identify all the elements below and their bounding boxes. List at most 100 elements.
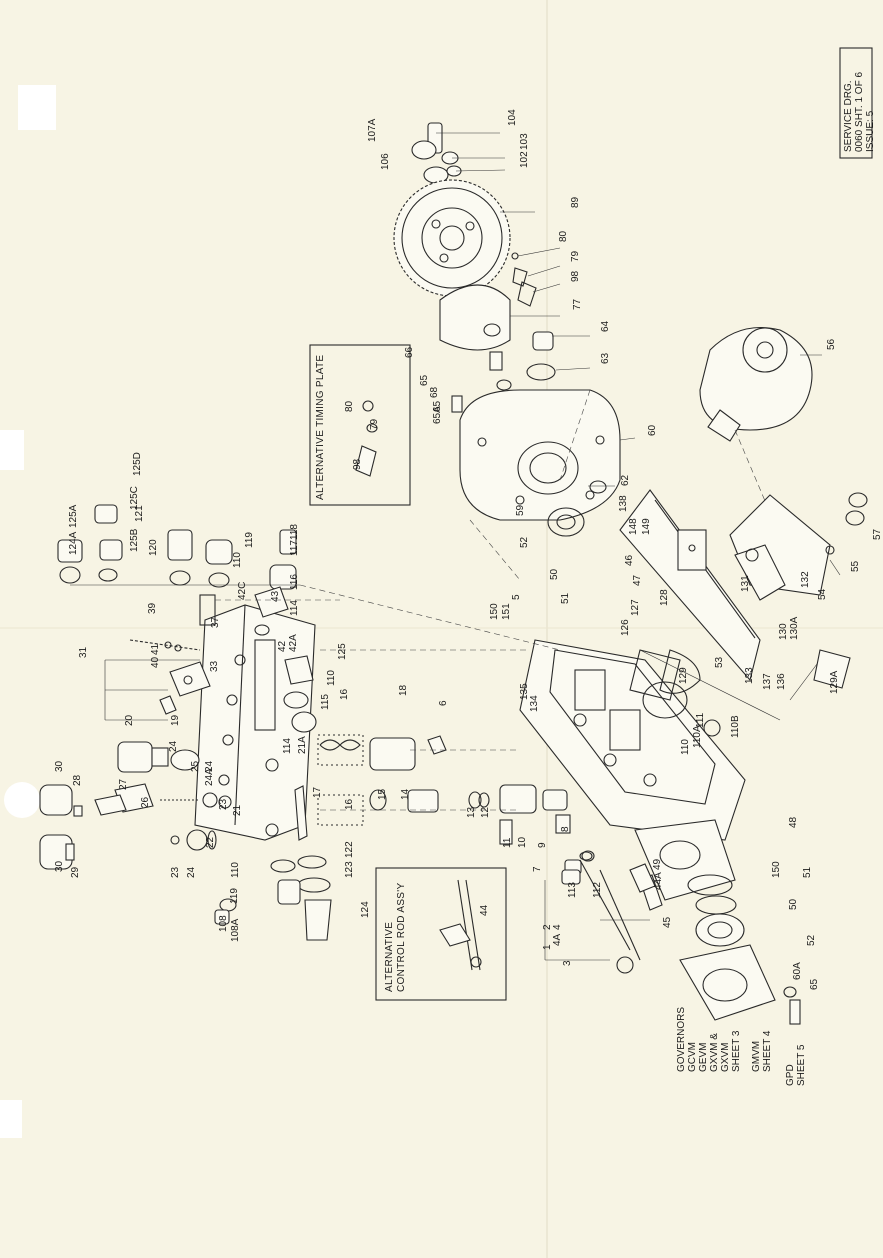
part-callout-label: 138 [618,495,629,512]
head-fittings [39,741,232,870]
part-callout-label: 4 [552,924,563,930]
part-callout-label: 66 [404,346,415,358]
part-callout-label: 125D [132,452,143,476]
part-callout-label: 117 [289,540,300,556]
part-callout-label: 123 [344,861,355,878]
part-callout-label: 113 [567,882,578,898]
timing-housing [459,389,621,537]
part-callout-label: 31 [78,646,89,658]
part-callout-label: 151 [501,603,512,620]
governors-note-line: SHEET 3 [731,1030,742,1072]
part-callout-label: 21A [297,736,308,754]
part-callout-label: 43 [270,590,281,602]
part-callout-label: 52 [519,536,530,548]
part-callout-label: 17 [312,786,323,798]
part-callout-label: 18 [398,684,409,696]
part-callout-label: 59 [515,504,526,516]
part-callout-label: 127 [630,599,641,616]
hydraulic-head [194,604,316,841]
part-callout-label: 114 [289,600,300,616]
timing-plate-callout: 98 [352,458,363,470]
part-callout-label: 79 [570,250,581,262]
gmvm-note-line: GMVM [751,1041,762,1072]
part-callout-label: 121 [134,505,145,522]
part-callout-label: 125 [337,643,348,660]
control-rod-title-1: ALTERNATIVE [384,922,395,992]
part-callout-label: 110B [730,715,741,738]
part-callout-label: 13 [466,806,477,818]
governors-note-line: GEVM [698,1043,709,1072]
part-callout-label: 25 [190,760,201,772]
part-callout-label: 65 [809,978,820,990]
governors-note-line: GXVM [720,1043,731,1072]
punch-hole [4,782,40,818]
part-callout-label: 24 [186,866,197,878]
part-callout-label: 20 [124,714,135,726]
part-callout-label: 45 [662,916,673,928]
plunger-spring-stack [294,717,571,845]
part-callout-label: 42A [288,634,299,652]
part-callout-label: 119 [244,532,255,548]
part-callout-label: 49 [652,858,663,870]
part-callout-label: 125B [129,528,140,552]
part-callout-label: 1 [542,944,553,950]
part-callout-label: 128 [659,589,670,606]
part-callout-label: 89 [570,196,581,208]
part-callout-label: 108 [218,915,229,932]
part-callout-label: 110 [326,670,337,686]
part-callout-label: 136 [776,673,787,690]
part-callout-label: 126 [620,619,631,636]
part-callout-label: 110 [230,862,241,878]
part-callout-label: 55 [850,560,861,572]
part-callout-label: 110 [680,739,691,755]
part-callout-label: 60A [792,962,803,980]
tape-patch [0,1100,22,1138]
drive-end-flange [634,819,801,1025]
inset-alternative-control-rod: ALTERNATIVE CONTROL ROD ASS'Y [375,867,507,1001]
gpd-note-line: GPD [785,1064,796,1086]
part-callout-label: 19 [170,714,181,726]
part-callout-label: 63 [600,352,611,364]
part-callout-label: 30 [54,860,65,872]
part-callout-label: 7 [532,866,543,872]
gpd-note-line: SHEET 5 [796,1044,807,1086]
part-callout-label: 129A [829,670,840,694]
part-callout-label: 4A [552,933,563,946]
part-callout-label: 15 [377,788,388,800]
part-callout-label: 106 [380,153,391,170]
part-callout-label: 118 [289,524,300,540]
governors-note-line: GOVERNORS [676,1007,687,1072]
part-callout-label: 64 [600,320,611,332]
part-callout-label: 131 [740,575,751,592]
part-callout-label: 27 [118,778,129,790]
part-callout-label: 115 [320,694,331,710]
part-callout-label: 21 [232,804,243,816]
part-callout-label: 10 [517,836,528,848]
part-callout-label: 124 [360,901,371,918]
part-callout-label: 50 [549,568,560,580]
part-callout-label: 26 [140,796,151,808]
part-callout-label: 130A [789,616,800,640]
timing-plate-callout: 80 [344,400,355,412]
governors-note-line: GXVM & [709,1033,720,1072]
part-callout-label: 14 [400,788,411,800]
part-callout-label: 11 [502,837,513,848]
part-callout-label: 65A [432,406,443,424]
part-callout-label: 114 [282,738,293,754]
control-rod-title-2: CONTROL ROD ASS'Y [396,883,407,992]
part-callout-label: 150 [771,861,782,878]
part-callout-label: 48 [788,816,799,828]
control-rod-callout: 44 [479,904,490,916]
part-callout-label: 44A [653,872,664,890]
part-callout-label: 103 [519,133,530,150]
part-callout-label: 132 [800,571,811,588]
vacuum-unit [699,326,813,561]
part-callout-label: 51 [560,592,571,604]
part-callout-label: 5 [511,594,522,600]
part-callout-label: 47 [632,574,643,586]
part-callout-label: 65 [432,400,443,412]
part-callout-label: 52 [806,934,817,946]
part-callout-label: 53 [714,656,725,668]
part-callout-label: 12 [480,806,491,818]
